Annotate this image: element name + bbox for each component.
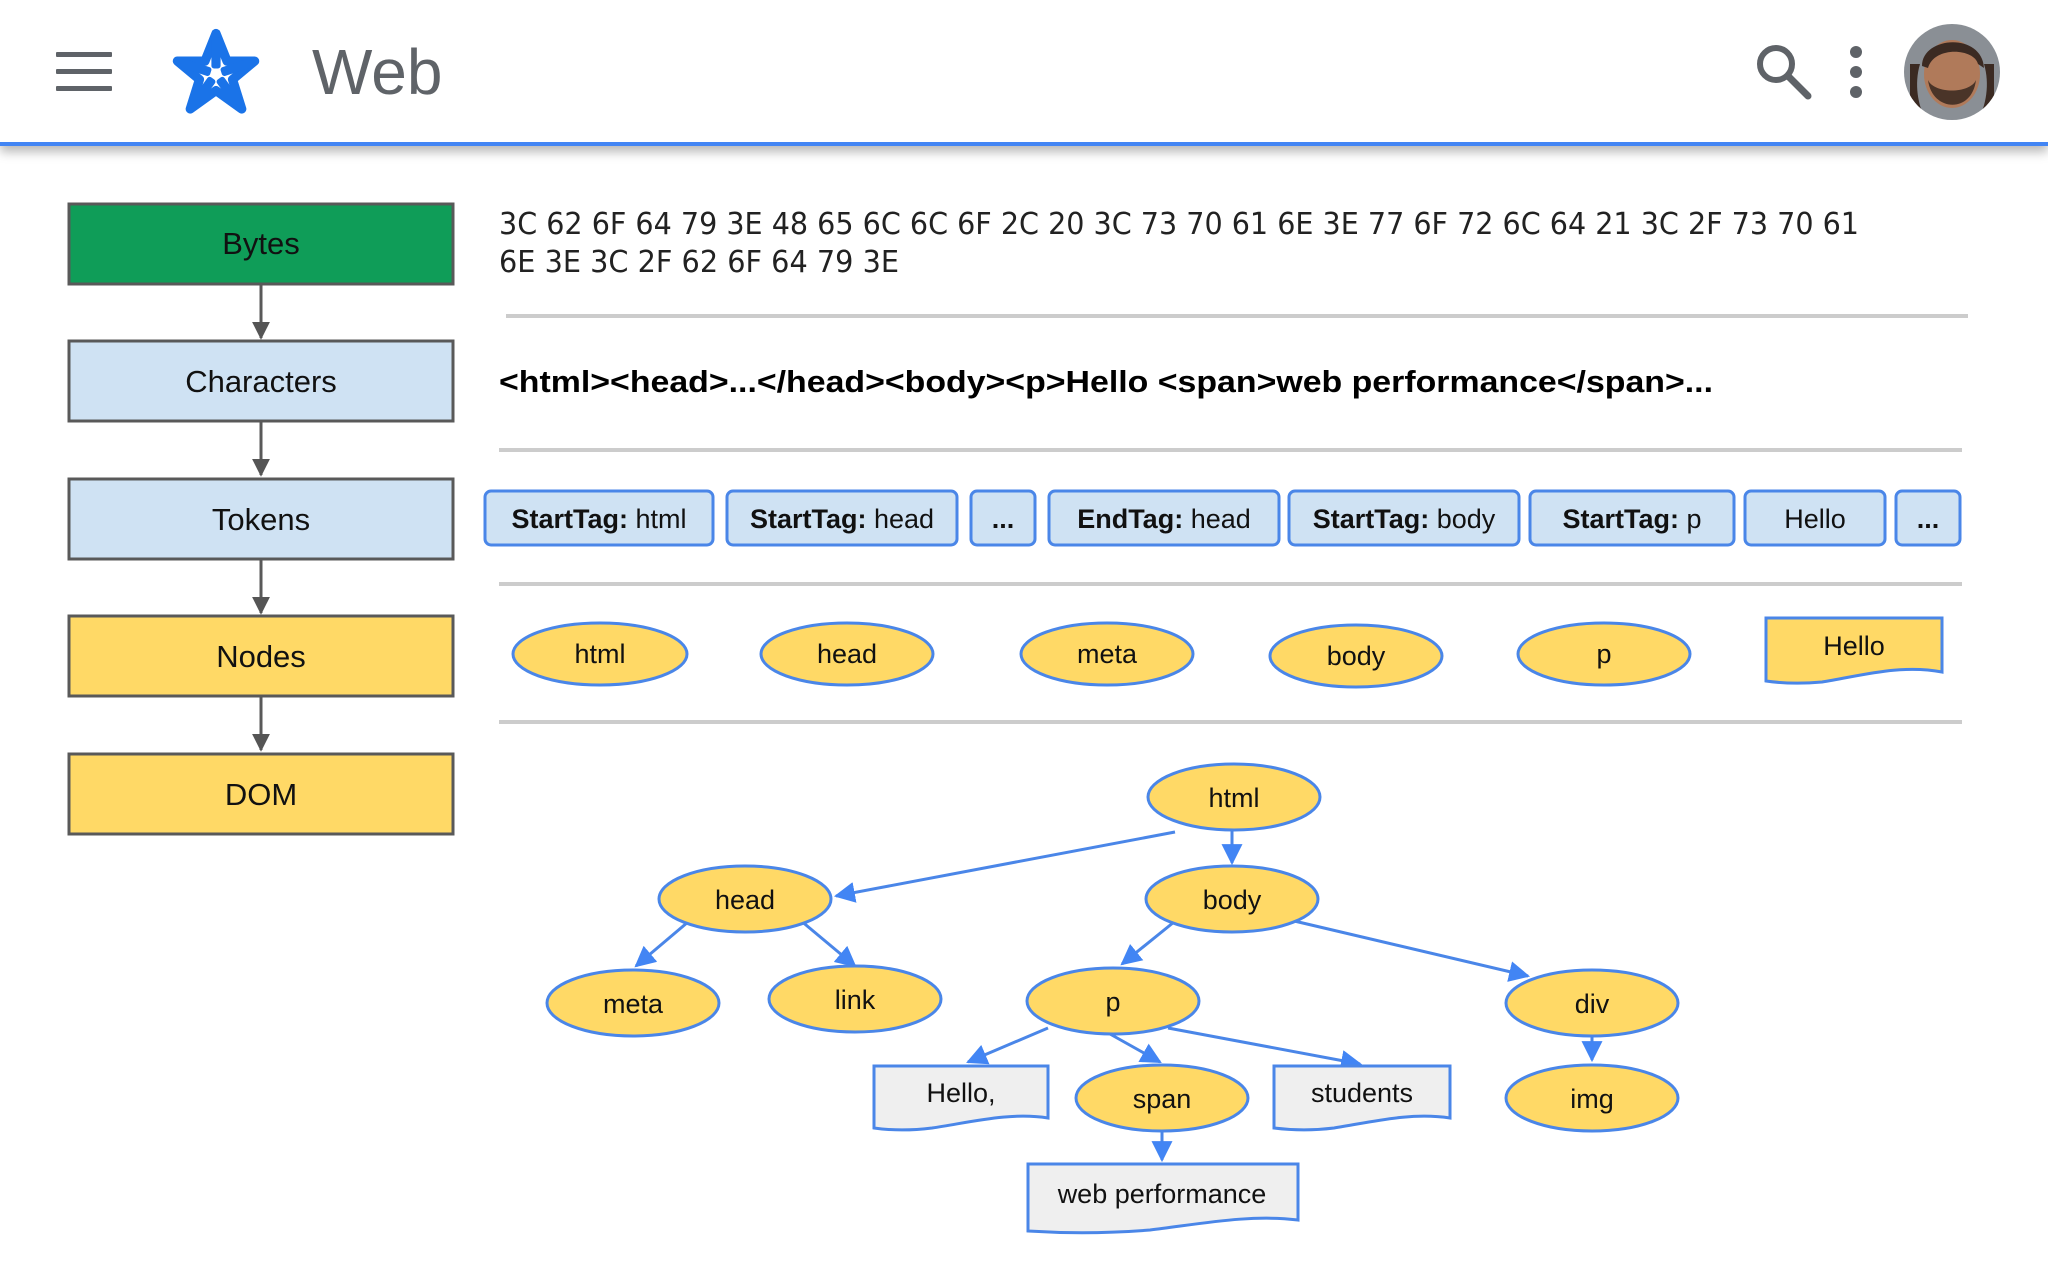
stage-bytes: Bytes: [67, 202, 455, 286]
svg-text:EndTag: head: EndTag: head: [1077, 504, 1251, 534]
app-title: Web: [312, 36, 443, 108]
node-label: head: [715, 885, 775, 915]
dom-text-hello: Hello,: [872, 1064, 1050, 1132]
node-label: div: [1575, 989, 1610, 1019]
dom-node-p: p: [1025, 966, 1201, 1036]
token-name: body: [1437, 504, 1496, 534]
tree-edge: [1289, 918, 1531, 982]
node-label: body: [1327, 641, 1386, 671]
node-label: img: [1570, 1084, 1614, 1114]
token: ...: [1894, 489, 1962, 547]
tokens-row: StartTag: html StartTag: head ... EndTag…: [483, 489, 1962, 547]
token-name: head: [874, 504, 934, 534]
web-logo-icon[interactable]: [170, 28, 262, 120]
token-kind: StartTag:: [511, 504, 628, 534]
token-name: html: [636, 504, 687, 534]
user-avatar[interactable]: [1904, 24, 2000, 120]
text-node: Hello: [1764, 616, 1944, 685]
node-label: body: [1203, 885, 1262, 915]
tree-edge: [799, 918, 857, 968]
token: Hello: [1743, 489, 1887, 547]
dom-node-div: div: [1504, 968, 1680, 1038]
dom-node-body: body: [1144, 864, 1320, 934]
stage-label: DOM: [225, 777, 297, 812]
node-label: head: [817, 639, 877, 669]
menu-icon[interactable]: [56, 52, 112, 92]
dom-node-head: head: [657, 864, 833, 934]
svg-text:StartTag: body: StartTag: body: [1313, 504, 1496, 534]
node: head: [759, 621, 935, 687]
dom-node-html: html: [1146, 762, 1322, 832]
tree-edge: [1167, 1026, 1363, 1071]
node-label: meta: [603, 989, 664, 1019]
dom-node-meta: meta: [545, 968, 721, 1038]
tree-edge: [1120, 920, 1175, 966]
app-bar: Web: [0, 0, 2048, 146]
node-label: students: [1311, 1078, 1413, 1108]
node-label: p: [1596, 639, 1611, 669]
stage-label: Tokens: [212, 502, 310, 537]
dom-node-span: span: [1074, 1063, 1250, 1133]
node-label: html: [574, 639, 625, 669]
dom-node-link: link: [767, 964, 943, 1034]
token: StartTag: p: [1528, 489, 1736, 547]
token-kind: StartTag:: [1313, 504, 1430, 534]
node-label: link: [835, 985, 876, 1015]
dom-node-img: img: [1504, 1063, 1680, 1133]
token-name: Hello: [1784, 504, 1846, 534]
svg-text:StartTag: p: StartTag: p: [1562, 504, 1701, 534]
stage-dom: DOM: [67, 752, 455, 836]
node-label: Hello,: [926, 1078, 995, 1108]
bytes-line-2: 6E 3E 3C 2F 62 6F 64 79 3E: [499, 245, 899, 280]
token-kind: StartTag:: [1562, 504, 1679, 534]
token-kind: EndTag:: [1077, 504, 1183, 534]
html-parsing-diagram: Bytes Characters Tokens Nodes DOM 3C 62 …: [67, 202, 1968, 1235]
characters-text: <html><head>...</head><body><p>Hello <sp…: [499, 364, 1713, 399]
dom-text-students: students: [1272, 1064, 1452, 1132]
node-label: Hello: [1823, 631, 1885, 661]
nodes-row: html head meta body p Hello: [511, 616, 1944, 689]
token: StartTag: head: [725, 489, 959, 547]
stage-nodes: Nodes: [67, 614, 455, 698]
token-kind: ...: [1917, 504, 1940, 534]
token-name: p: [1687, 504, 1702, 534]
node-label: span: [1133, 1084, 1192, 1114]
node-label: web performance: [1057, 1179, 1267, 1209]
stage-label: Characters: [185, 364, 337, 399]
bytes-line-1: 3C 62 6F 64 79 3E 48 65 6C 6C 6F 2C 20 3…: [499, 207, 1859, 242]
stage-label: Bytes: [222, 226, 300, 261]
node-label: meta: [1077, 639, 1138, 669]
token: ...: [969, 489, 1037, 547]
node-label: p: [1105, 987, 1120, 1017]
node: p: [1516, 621, 1692, 687]
pipeline: Bytes Characters Tokens Nodes DOM: [67, 202, 455, 836]
dom-text-web-performance: web performance: [1026, 1162, 1300, 1235]
tree-edge: [634, 920, 689, 968]
node-label: html: [1208, 783, 1259, 813]
token: EndTag: head: [1047, 489, 1281, 547]
search-icon[interactable]: [1752, 40, 1816, 104]
token-kind: ...: [992, 504, 1015, 534]
stage-label: Nodes: [216, 639, 306, 674]
dom-tree: html head body meta link p div Hello,: [545, 762, 1680, 1235]
more-vert-icon[interactable]: [1844, 44, 1868, 100]
stage-characters: Characters: [67, 339, 455, 423]
token-kind: StartTag:: [750, 504, 867, 534]
token: StartTag: html: [483, 489, 715, 547]
token-name: head: [1191, 504, 1251, 534]
svg-text:StartTag: head: StartTag: head: [750, 504, 934, 534]
tree-edge: [1109, 1032, 1162, 1064]
svg-text:StartTag: html: StartTag: html: [511, 504, 686, 534]
node: body: [1268, 623, 1444, 689]
tree-edge: [833, 830, 1176, 903]
node: html: [511, 621, 689, 687]
token: StartTag: body: [1287, 489, 1521, 547]
dom-tree-edges: [634, 830, 1603, 1163]
node: meta: [1019, 621, 1195, 687]
tree-edge: [966, 1026, 1049, 1065]
stage-tokens: Tokens: [67, 477, 455, 561]
